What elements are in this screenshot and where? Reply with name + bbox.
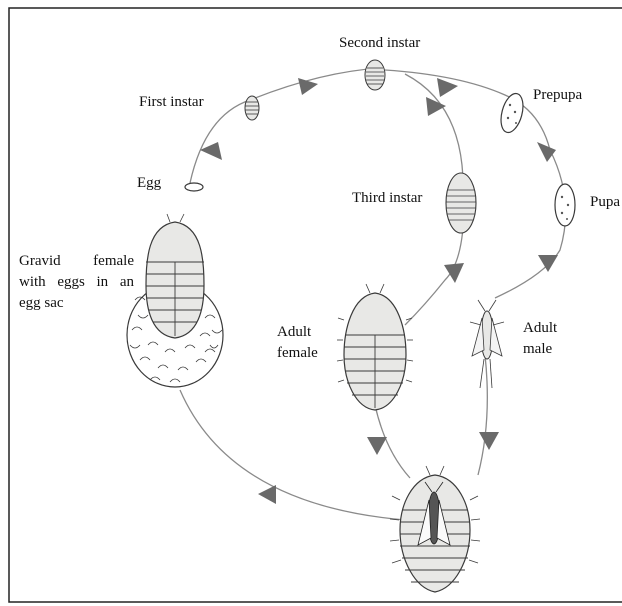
arrow-mating-gravid bbox=[258, 485, 276, 504]
path-male-to-mating bbox=[478, 355, 487, 475]
label-egg: Egg bbox=[137, 173, 161, 194]
label-second-instar: Second instar bbox=[339, 33, 420, 54]
pupa-drawing bbox=[555, 184, 575, 226]
label-adult-female: Adult female bbox=[277, 322, 335, 364]
label-adult-male: Adult male bbox=[523, 318, 568, 360]
prepupa-drawing bbox=[497, 91, 527, 135]
third-instar-drawing bbox=[446, 173, 476, 233]
direction-arrows bbox=[200, 78, 558, 504]
first-instar-drawing bbox=[245, 96, 259, 120]
label-gravid-female: Gravid female with eggs in an egg sac bbox=[19, 251, 134, 314]
label-pupa: Pupa bbox=[590, 192, 620, 213]
arrow-male-mating bbox=[479, 432, 499, 450]
second-instar-drawing bbox=[365, 60, 385, 90]
gravid-female-drawing bbox=[127, 214, 223, 387]
egg-drawing bbox=[185, 183, 203, 191]
path-egg-to-second bbox=[190, 68, 380, 183]
arrow-pupa-male bbox=[538, 255, 558, 272]
adult-female-drawing bbox=[337, 284, 413, 410]
label-prepupa: Prepupa bbox=[533, 85, 582, 106]
label-third-instar: Third instar bbox=[352, 188, 422, 209]
arrow-third-female bbox=[444, 263, 464, 283]
arrow-prepupa-pupa bbox=[537, 142, 556, 162]
label-first-instar: First instar bbox=[139, 92, 204, 113]
arrow-second-prepupa bbox=[437, 78, 458, 97]
arrow-second-third bbox=[426, 97, 446, 116]
mating-pair-drawing bbox=[390, 466, 480, 592]
arrow-female-mating bbox=[367, 437, 387, 455]
